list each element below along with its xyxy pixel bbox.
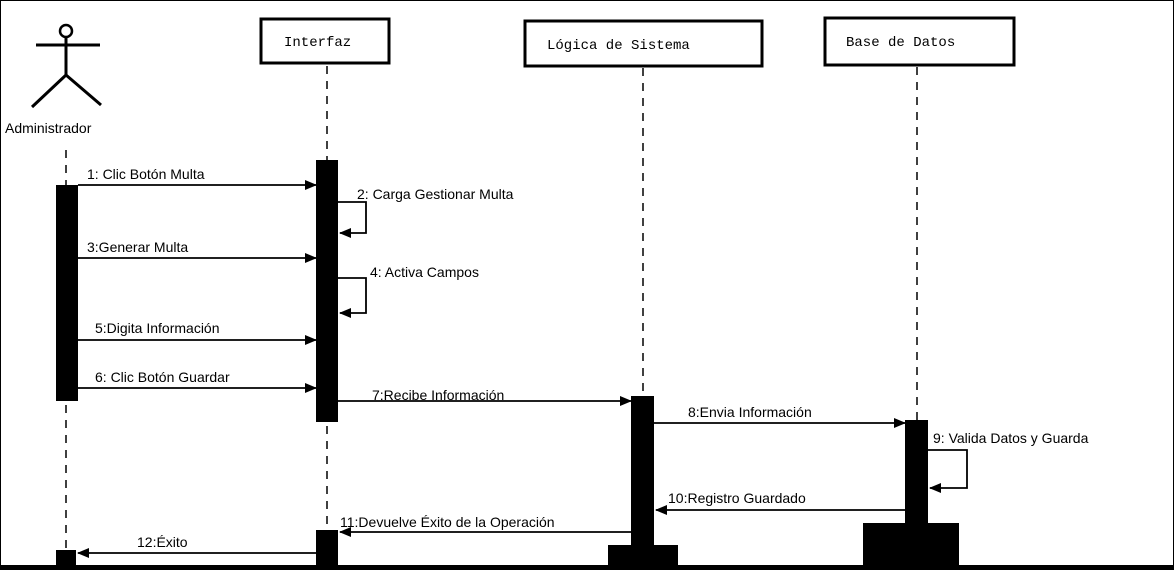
participant-label: Base de Datos bbox=[846, 35, 955, 51]
activation-db-base bbox=[863, 523, 959, 568]
message-label-4: 4: Activa Campos bbox=[370, 264, 479, 280]
bottom-rule bbox=[0, 565, 1174, 570]
message-label-9: 9: Valida Datos y Guarda bbox=[933, 430, 1089, 446]
lifelines bbox=[65, 66, 918, 555]
message-label-2: 2: Carga Gestionar Multa bbox=[357, 186, 514, 202]
activation-administrador bbox=[56, 185, 78, 401]
activation-bars bbox=[56, 160, 959, 568]
message-label-1: 1: Clic Botón Multa bbox=[87, 166, 205, 182]
message-label-12: 12:Éxito bbox=[137, 534, 188, 550]
message-label-10: 10:Registro Guardado bbox=[668, 490, 806, 506]
participant-interfaz: Interfaz bbox=[259, 17, 391, 65]
message-label-6: 6: Clic Botón Guardar bbox=[95, 369, 230, 385]
activation-interfaz-end bbox=[316, 530, 338, 568]
message-label-5: 5:Digita Información bbox=[95, 320, 220, 336]
participant-label: Interfaz bbox=[284, 35, 351, 51]
message-label-11: 11:Devuelve Éxito de la Operación bbox=[340, 514, 555, 530]
message-arrow-4 bbox=[338, 277, 367, 318]
participant-base-de-datos: Base de Datos bbox=[823, 16, 1016, 67]
stick-figure-icon bbox=[30, 23, 102, 109]
message-arrow-9 bbox=[928, 449, 968, 493]
activation-logica bbox=[631, 396, 654, 568]
message-label-8: 8:Envia Información bbox=[688, 404, 812, 420]
message-label-3: 3:Generar Multa bbox=[87, 239, 188, 255]
message-arrow-2 bbox=[338, 201, 367, 238]
participant-label: Lógica de Sistema bbox=[547, 38, 690, 54]
participant-administrador: Administrador bbox=[5, 23, 102, 136]
messages bbox=[77, 180, 968, 558]
participant-logica-de-sistema: Lógica de Sistema bbox=[523, 19, 764, 68]
activation-interfaz bbox=[316, 160, 338, 422]
message-labels: 1: Clic Botón Multa 2: Carga Gestionar M… bbox=[87, 166, 1089, 550]
activation-logica-base bbox=[608, 545, 678, 568]
activation-administrador-end bbox=[56, 550, 76, 568]
message-label-7: 7:Recibe Información bbox=[372, 387, 504, 403]
participant-label: Administrador bbox=[5, 120, 92, 136]
